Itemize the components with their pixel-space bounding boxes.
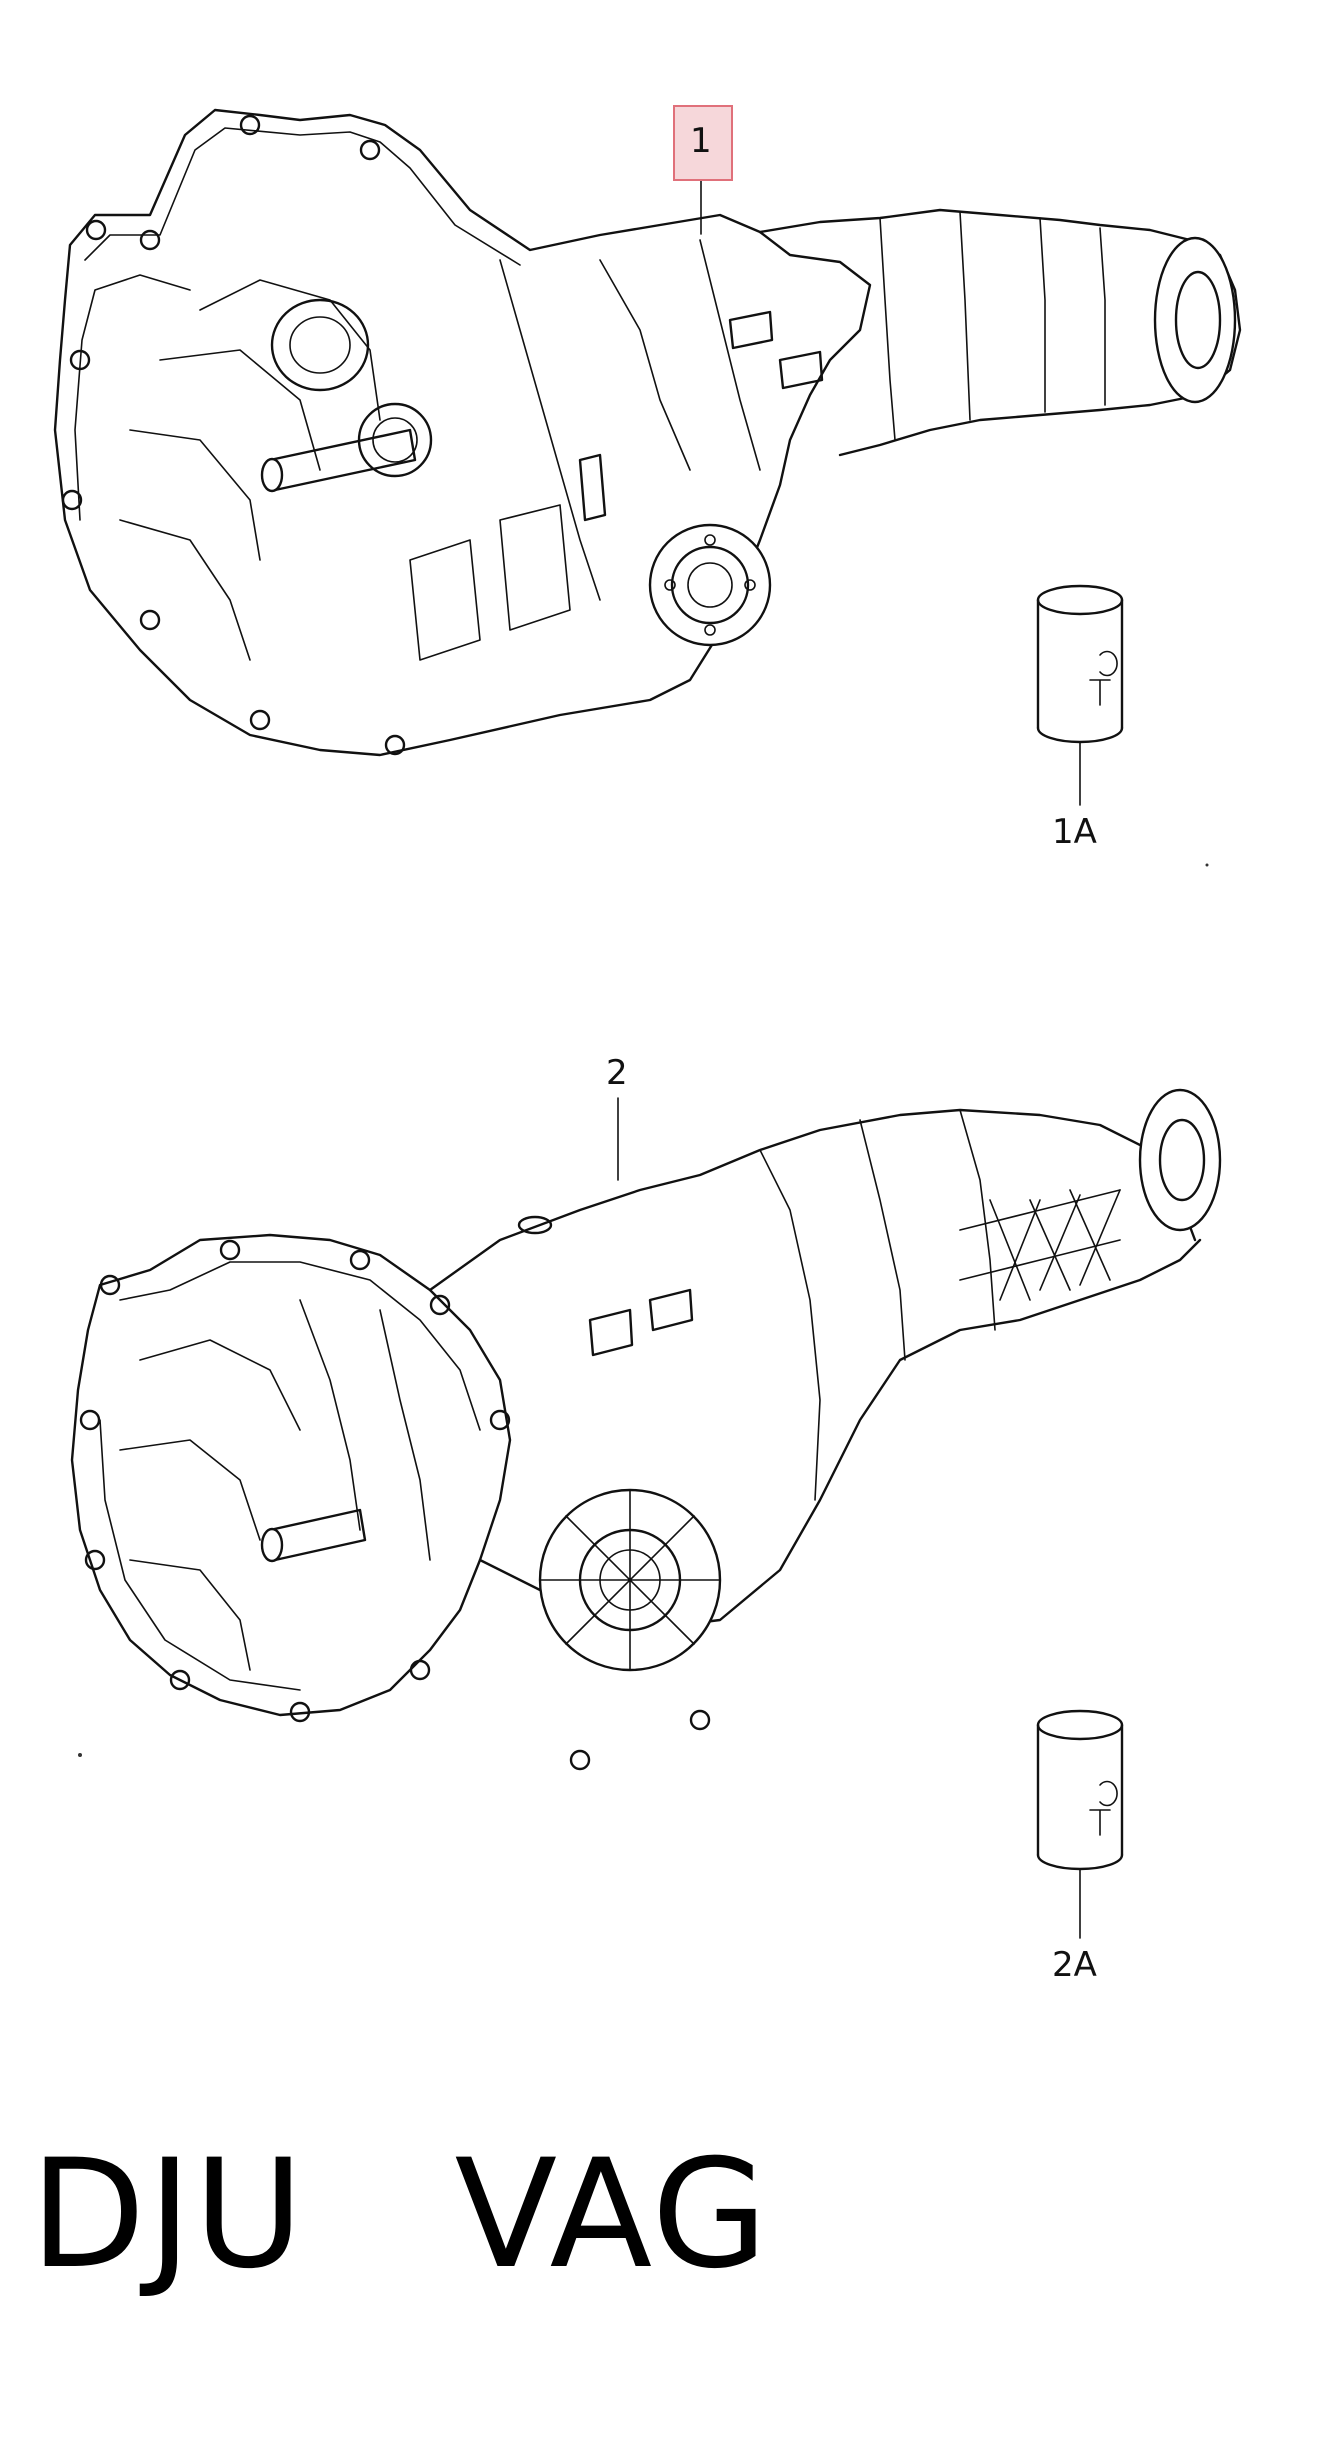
transmission-2-drawing: [70, 1088, 1222, 1771]
caption-code: DJU VAG: [30, 2128, 770, 2302]
part-label-2a[interactable]: 2A: [1052, 1945, 1097, 1985]
callout-1-highlight[interactable]: [673, 105, 733, 181]
oil-can-2a-icon: [1036, 1709, 1124, 1939]
part-label-1[interactable]: 1: [690, 121, 712, 161]
oil-can-1a-icon: [1036, 584, 1124, 806]
transmission-1-drawing: [53, 108, 1242, 757]
part-label-1a[interactable]: 1A: [1052, 812, 1097, 852]
part-label-2[interactable]: 2: [606, 1053, 628, 1093]
